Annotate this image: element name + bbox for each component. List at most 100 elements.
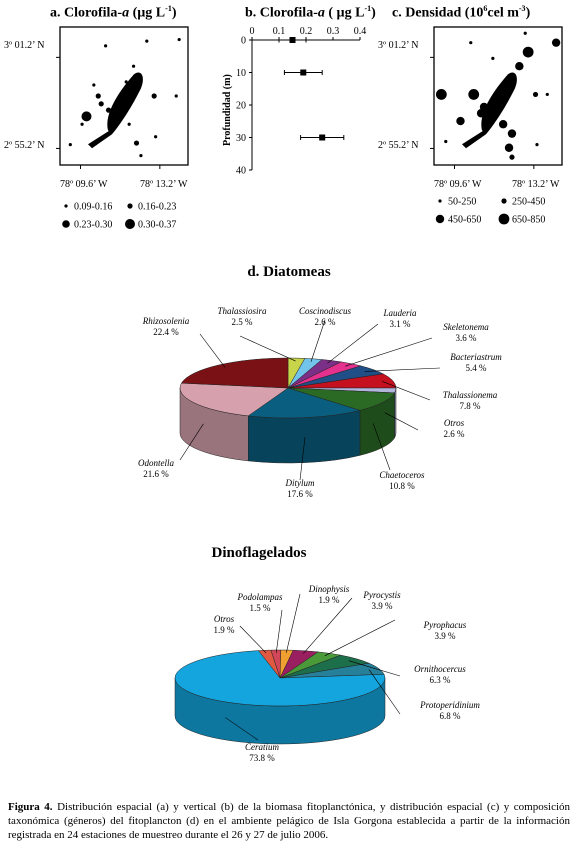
station-point [481, 109, 490, 118]
legend-symbol [127, 203, 133, 209]
panel-a-title: a. Clorofila-a (µg L-1) [50, 4, 177, 21]
gorgonilla-island [88, 130, 112, 149]
slice-name: Lauderia [382, 308, 417, 318]
leader-line [286, 593, 301, 653]
map-a-lon-right: 78º 13.2’ W [140, 179, 188, 190]
slice-percent: 2.5 % [232, 317, 254, 327]
data-point [289, 37, 296, 43]
x-tick-label: 0.2 [300, 26, 313, 37]
station-point [469, 41, 473, 45]
station-point [124, 80, 128, 84]
slice-percent: 21.6 % [143, 469, 169, 479]
data-point [319, 134, 326, 141]
pie-slice-side [247, 410, 361, 464]
station-point [154, 135, 158, 139]
y-tick-label: 10 [236, 68, 246, 79]
station-point [532, 91, 539, 98]
map-c-lon-left: 78º 09.6’ W [434, 179, 482, 190]
leader-line [299, 437, 306, 481]
leader-line [382, 381, 431, 401]
slice-name: Thalassiosira [217, 306, 267, 316]
slice-percent: 7.8 % [460, 401, 482, 411]
pie-slice [181, 357, 289, 389]
legend-symbol [62, 220, 70, 228]
pie-slice [257, 649, 281, 679]
station-point [68, 143, 72, 147]
gorgonilla-island [462, 130, 486, 149]
station-point [151, 93, 157, 99]
station-point [509, 154, 515, 160]
map-c [430, 26, 563, 169]
station-point [491, 56, 495, 60]
slice-name: Pyrophacus [423, 620, 467, 630]
station-point [81, 111, 92, 122]
legend-label: 250-450 [512, 197, 545, 208]
leader-line [199, 333, 226, 368]
station-point [435, 89, 447, 100]
map-frame [433, 26, 563, 166]
legend-symbol [438, 199, 442, 203]
legend-label: 50-250 [448, 197, 476, 208]
x-tick-label: 0.3 [327, 26, 340, 37]
map-c-lat-top: 3º 01.2’ N [378, 40, 419, 51]
leader-line [327, 323, 379, 364]
station-point [104, 44, 108, 48]
legend-label: 0.09-0.16 [74, 202, 112, 213]
gorgona-island [481, 72, 517, 135]
map-c-lon-right: 78º 13.2’ W [512, 179, 560, 190]
leader-line [239, 335, 296, 362]
dinoflagelados-title: Dinoflagelados [211, 545, 307, 561]
station-point [456, 116, 465, 126]
slice-name: Pyrocystis [362, 590, 401, 600]
map-a-lat-top: 3º 01.2’ N [4, 40, 45, 51]
station-point [468, 89, 480, 100]
station-point [507, 129, 517, 138]
panel-c-title: c. Densidad (106cel m-3) [392, 4, 531, 21]
data-point [300, 69, 307, 76]
map-c-lat-bottom: 2º 55.2’ N [378, 140, 419, 151]
legend-symbol [125, 219, 135, 229]
map-a [56, 26, 189, 169]
slice-name: Bacteriastrum [450, 352, 502, 362]
slice-name: Protoperidinium [419, 700, 480, 710]
map-frame [59, 26, 189, 166]
slice-name: Coscinodiscus [299, 306, 351, 316]
slice-percent: 22.4 % [153, 327, 179, 337]
slice-percent: 73.8 % [249, 753, 275, 763]
leader-line [303, 597, 353, 654]
slice-name: Chaetoceros [379, 470, 425, 480]
slice-name: Skeletonema [443, 322, 489, 332]
slice-name: Ceratium [245, 742, 280, 752]
station-point [131, 64, 136, 68]
leader-line [179, 423, 204, 461]
leader-line [310, 319, 326, 362]
station-point [98, 101, 104, 107]
slice-name: Odontella [138, 458, 174, 468]
leader-line [275, 609, 283, 653]
legend-symbol [498, 213, 510, 225]
station-point [92, 83, 96, 87]
map-a-lon-left: 78º 09.6’ W [60, 179, 108, 190]
slice-percent: 10.8 % [389, 481, 415, 491]
slice-percent: 3.1 % [390, 319, 412, 329]
gorgona-island [107, 72, 143, 135]
station-point [133, 140, 140, 146]
station-point [105, 107, 112, 113]
station-point [174, 94, 178, 98]
pie-slice [179, 382, 289, 417]
legend-symbol [435, 214, 445, 224]
slice-percent: 1.5 % [250, 603, 272, 613]
legend-symbol [64, 204, 68, 208]
station-point [551, 38, 561, 47]
station-point [504, 143, 514, 152]
slice-name: Otros [214, 614, 235, 624]
y-tick-label: 40 [236, 166, 246, 177]
slice-name: Dinophysis [308, 584, 350, 594]
pie-slice [287, 387, 395, 411]
y-tick-label: 20 [236, 101, 246, 112]
station-point [545, 92, 549, 97]
slice-percent: 3.6 % [456, 333, 478, 343]
